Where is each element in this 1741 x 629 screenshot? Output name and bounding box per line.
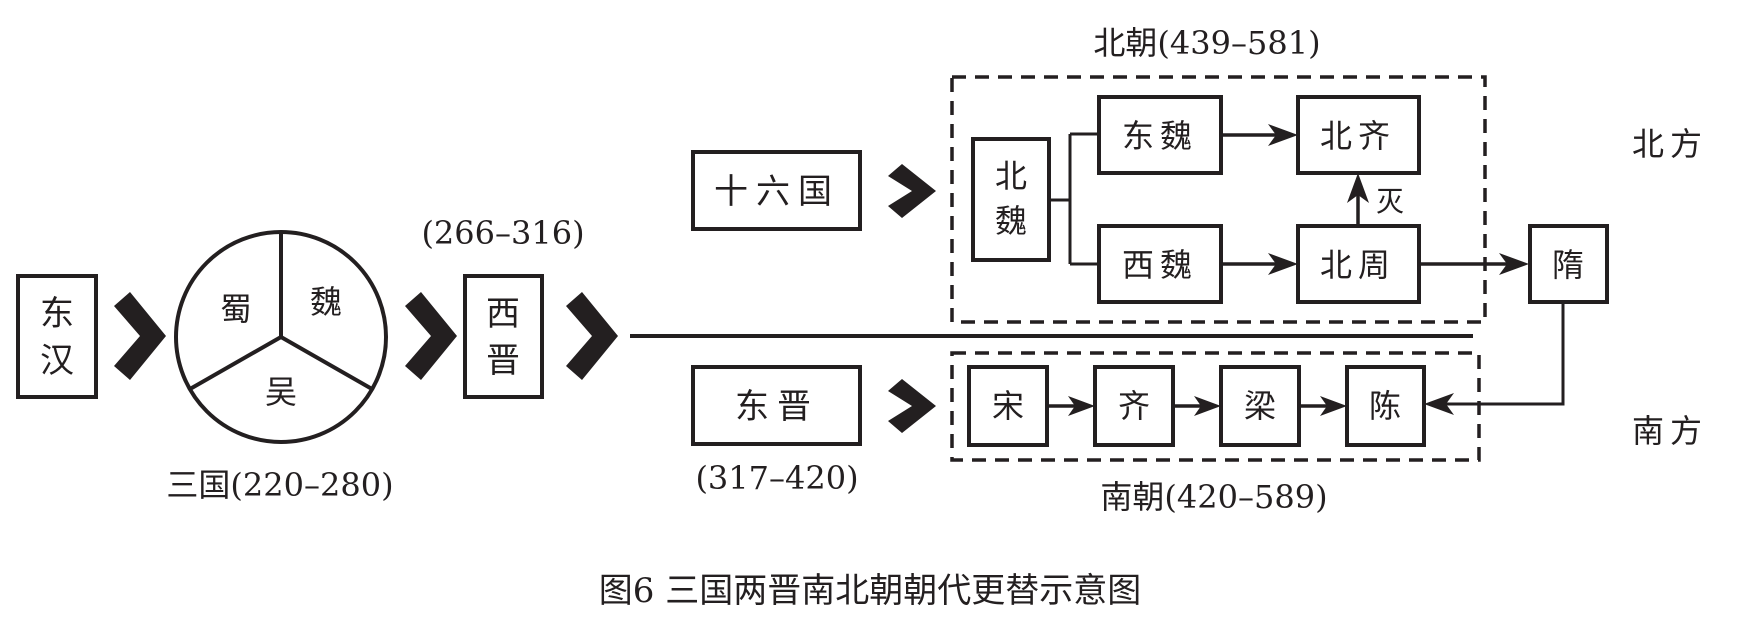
chen-box	[1345, 365, 1426, 447]
chevron-right-icon	[405, 292, 457, 380]
figure-caption: 图6 三国两晋南北朝朝代更替示意图	[599, 571, 1141, 611]
wu-label: 吴	[265, 373, 297, 411]
dongjin-label: 东晋	[735, 387, 819, 427]
node-shiliuguo: 十六国	[691, 150, 862, 231]
arrowhead-icon	[1320, 396, 1347, 416]
region-south-label: 南方	[1632, 412, 1708, 450]
song-label: 宋	[992, 387, 1024, 425]
sui-box	[1528, 224, 1609, 304]
beichao-label: 北朝(439–581)	[1093, 24, 1320, 62]
group-nanchao: 宋 齐 梁 陈 南朝(420–589)	[950, 351, 1481, 516]
arrowhead-icon	[1194, 396, 1221, 416]
xijin-years: (266–316)	[421, 214, 584, 252]
arrowhead-icon	[1499, 253, 1529, 275]
region-north-label: 北方	[1632, 125, 1708, 163]
mie-annotation: 灭	[1376, 185, 1404, 218]
dongjin-box	[691, 365, 862, 446]
qi-label: 齐	[1118, 387, 1150, 425]
chevron-right-icon	[566, 292, 618, 380]
liang-box	[1219, 365, 1301, 447]
dongjin-years: (317–420)	[695, 459, 858, 497]
dongwei-box	[1097, 95, 1223, 175]
sanguo-divider	[280, 335, 373, 391]
beiqi-box	[1296, 95, 1421, 175]
node-sanguo: 蜀 魏 吴 三国(220–280)	[166, 230, 394, 504]
arrowhead-icon	[1424, 393, 1454, 415]
beiwei-char-2: 魏	[995, 202, 1027, 240]
xijin-char-2: 晋	[486, 341, 520, 381]
donghan-char-1: 东	[40, 294, 74, 334]
dongwei-label: 东魏	[1122, 117, 1198, 155]
xijin-char-1: 西	[486, 294, 520, 334]
arrowhead-icon	[1068, 396, 1095, 416]
shiliuguo-label: 十六国	[714, 172, 840, 212]
wei-label: 魏	[310, 283, 342, 321]
arrowhead-icon	[1268, 124, 1298, 146]
beiqi-label: 北齐	[1320, 117, 1396, 155]
beizhou-label: 北周	[1320, 246, 1396, 284]
sui-label: 隋	[1552, 246, 1584, 284]
xiwei-label: 西魏	[1122, 246, 1198, 284]
nanchao-label: 南朝(420–589)	[1100, 478, 1327, 516]
beichao-dashed-frame	[950, 75, 1487, 324]
shu-label: 蜀	[220, 290, 252, 328]
chevron-right-icon	[888, 164, 936, 218]
arrowhead-icon	[1268, 253, 1298, 275]
sanguo-divider	[189, 335, 282, 391]
liang-label: 梁	[1244, 387, 1276, 425]
shiliuguo-box	[691, 150, 862, 231]
chevron-right-icon	[114, 292, 166, 380]
donghan-char-2: 汉	[40, 341, 74, 381]
xijin-box	[463, 274, 544, 399]
beiwei-char-1: 北	[995, 157, 1027, 195]
arrow-sui-chen	[1442, 302, 1565, 406]
node-xijin: (266–316) 西 晋	[421, 214, 585, 399]
sanguo-period-label: 三国(220–280)	[166, 466, 393, 504]
chevron-right-icon	[888, 379, 936, 433]
beiwei-box	[971, 137, 1051, 262]
node-dongjin: 东晋 (317–420)	[691, 365, 862, 497]
donghan-box	[16, 274, 98, 399]
node-sui: 隋	[1528, 224, 1609, 304]
arrowhead-icon	[1347, 173, 1369, 203]
nanchao-dashed-frame	[950, 351, 1481, 462]
xiwei-box	[1097, 224, 1223, 304]
chen-label: 陈	[1369, 387, 1401, 425]
node-donghan: 东 汉	[16, 274, 98, 399]
group-beichao: 北朝(439–581) 北 魏 东魏 西魏 北齐 北周 灭	[950, 24, 1487, 324]
